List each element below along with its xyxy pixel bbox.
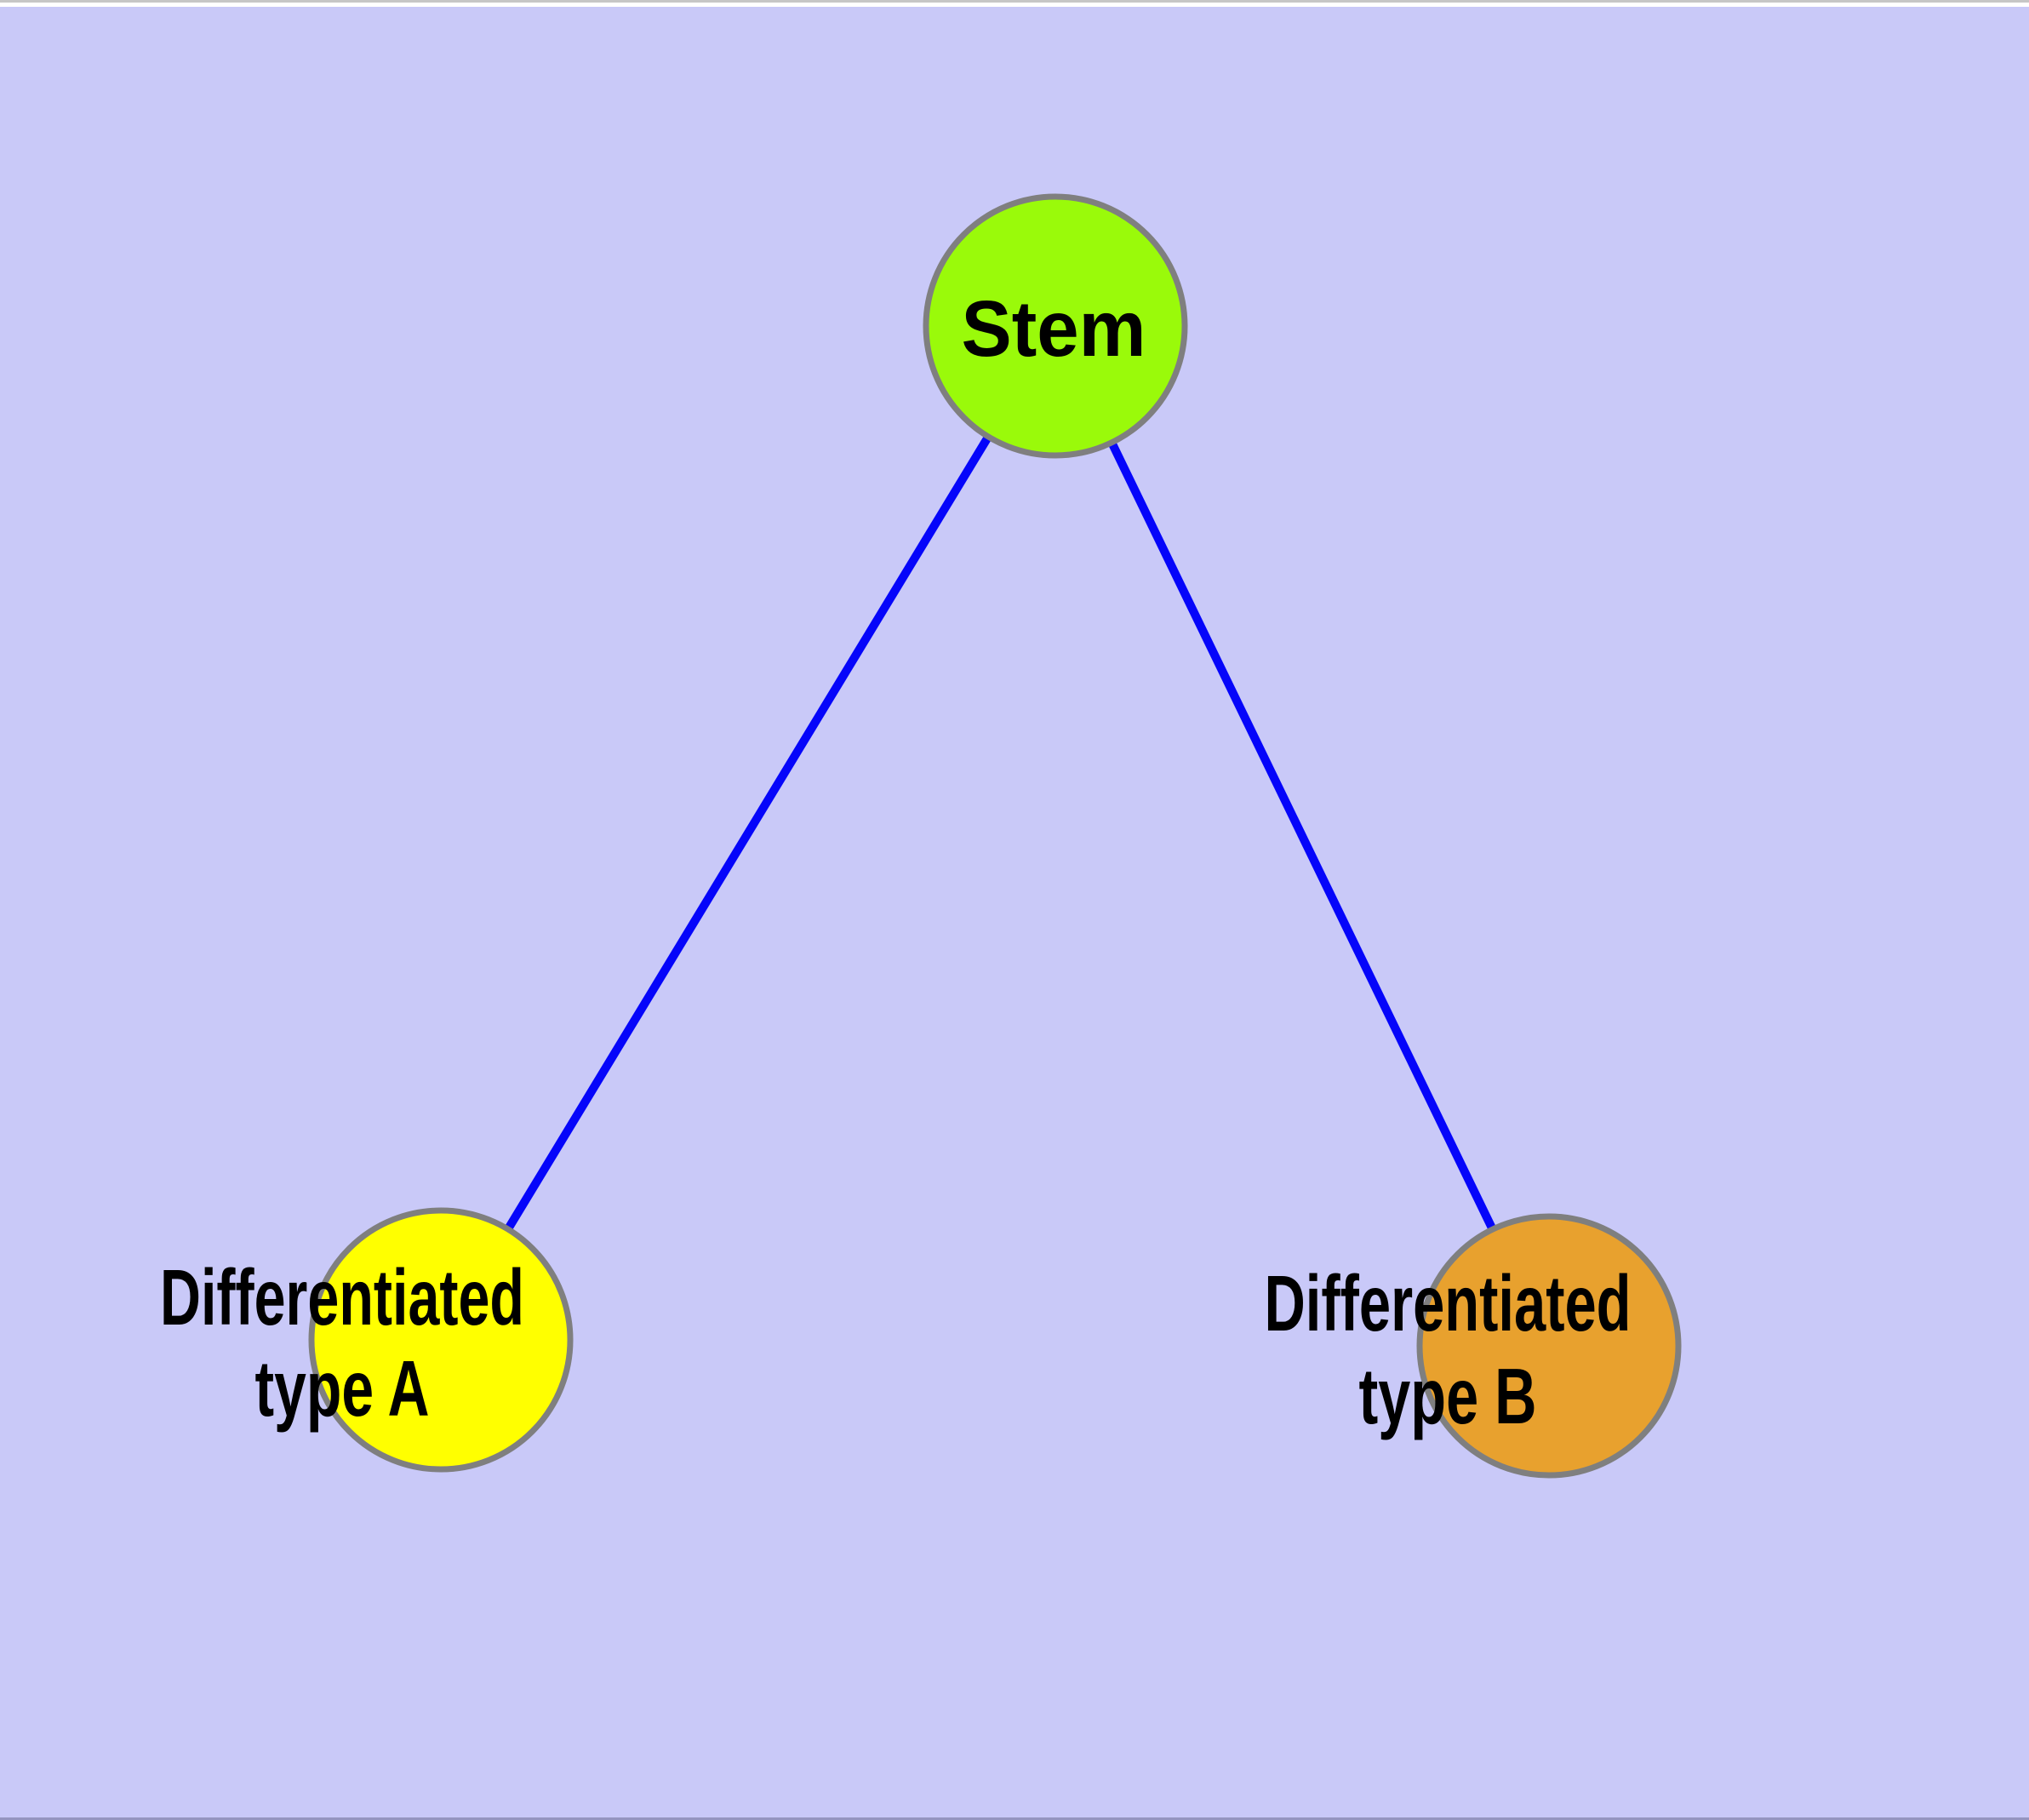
top-border-line — [0, 0, 2029, 3]
node-type-b-label-line2: type B — [1359, 1352, 1537, 1440]
node-type-a-label-line1: Differentiated — [160, 1253, 524, 1342]
node-stem — [923, 193, 1188, 459]
node-type-a — [308, 1207, 574, 1473]
node-type-b — [1416, 1213, 1682, 1479]
bottom-border-line — [0, 1817, 2029, 1820]
graph-diagram: Stem Differentiated type A Differentiate… — [0, 7, 2029, 1820]
node-stem-label: Stem — [962, 284, 1146, 373]
node-type-b-label-line1: Differentiated — [1265, 1259, 1632, 1348]
edge-stem-to-type-b — [1051, 323, 1553, 1348]
edge-stem-to-type-a — [437, 323, 1060, 1342]
node-type-a-label-line2: type A — [255, 1344, 430, 1433]
